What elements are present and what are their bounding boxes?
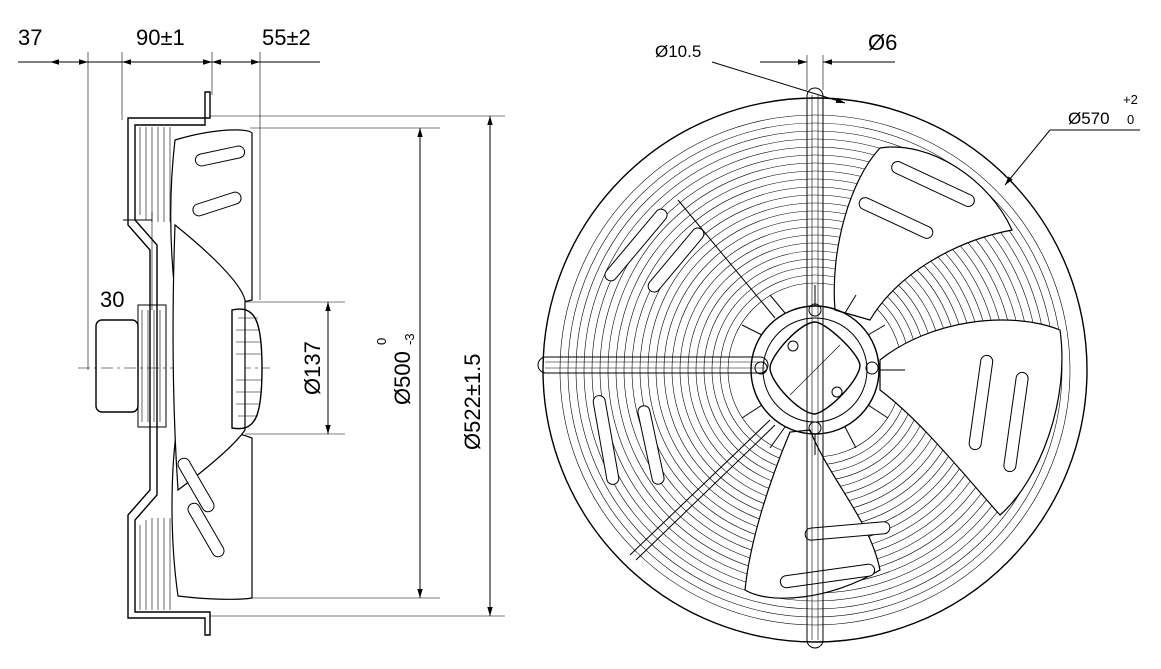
front-blade-2	[879, 319, 1063, 516]
dim-37-label: 37	[18, 25, 42, 50]
shroud-ribs-top	[139, 127, 171, 222]
dim-dia6-label: Ø6	[868, 30, 897, 55]
outer-ring	[542, 97, 1088, 643]
motor-plate	[769, 321, 861, 415]
dim-dia570-tol-lower: 0	[1127, 112, 1134, 127]
dim-90-label: 90±1	[136, 25, 185, 50]
support-strut-1	[629, 419, 771, 556]
shroud-outline	[127, 91, 211, 636]
dim-dia570-label: Ø570	[1068, 109, 1110, 128]
support-strut-2	[677, 199, 776, 319]
motor-fins	[141, 310, 161, 422]
motor-body	[95, 319, 139, 413]
shroud-ribs-bottom	[139, 518, 171, 610]
side-view: 37 90±1 55±2 30	[18, 25, 505, 636]
hub-side	[231, 308, 263, 430]
dim-dia500-tol-upper: 0	[374, 338, 389, 345]
dim-dia500-tol-lower: -3	[402, 333, 417, 345]
support-bar-horizontal	[537, 356, 769, 374]
dim-dia10-5-label: Ø10.5	[655, 42, 701, 61]
dim-dia522-label: Ø522±1.5	[460, 354, 485, 450]
dim-dia500-label: Ø500	[390, 351, 415, 405]
front-blade-3	[744, 429, 881, 599]
dim-55-label: 55±2	[262, 25, 311, 50]
dim-dia137-label: Ø137	[300, 341, 325, 395]
dim-30-label: 30	[100, 287, 124, 312]
front-view: Ø10.5 Ø6 Ø570 +2 0	[537, 30, 1140, 649]
hub-fins	[236, 317, 262, 417]
dim-dia570-tol-upper: +2	[1123, 92, 1138, 107]
support-bar-vertical	[806, 87, 824, 649]
motor-flange	[137, 304, 167, 428]
hub-fins-front	[741, 285, 905, 455]
blade-mid	[172, 223, 246, 492]
